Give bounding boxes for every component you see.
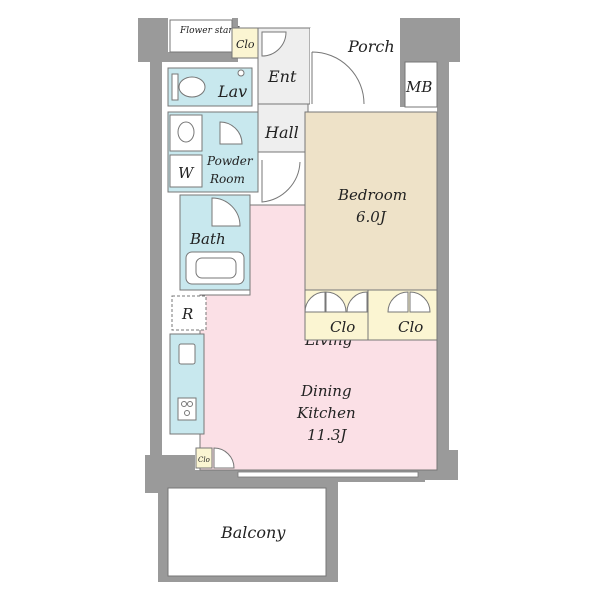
entrance-closet-label: Clo: [236, 38, 255, 51]
washbasin-icon: [177, 121, 195, 143]
kitchen-sink-icon: [178, 343, 196, 365]
mb-label: MB: [405, 78, 432, 96]
washer-label: W: [178, 164, 195, 182]
top-wall-left: [162, 52, 232, 62]
bedroom-label-1: Bedroom: [337, 186, 407, 204]
hall-label: Hall: [264, 123, 299, 142]
lav-label: Lav: [217, 82, 247, 101]
refrigerator-label: R: [181, 305, 193, 323]
powder-room-label-1: Powder: [206, 154, 254, 168]
hall-door-swing: [261, 160, 301, 203]
bedroom-area: [304, 111, 438, 291]
powder-room-label-2: Room: [209, 172, 245, 186]
porch-label: Porch: [347, 37, 395, 56]
flower-stand-label: Flower stand: [179, 26, 240, 36]
balcony-area: [167, 487, 327, 577]
mb-wall: [400, 62, 408, 107]
small-closet: [195, 447, 213, 469]
ldk-window: [237, 471, 419, 478]
small-closet-label: Clo: [198, 456, 210, 464]
bath-label: Bath: [189, 230, 226, 248]
powder-door-swing: [219, 121, 243, 145]
porch-door-swing: [311, 51, 365, 105]
bedroom-closet-left-label: Clo: [330, 318, 355, 336]
refrigerator-space: [171, 295, 207, 331]
ldk-label-4: 11.3J: [307, 426, 347, 444]
ent-label: Ent: [267, 67, 297, 86]
balcony-label: Balcony: [220, 523, 286, 542]
flower-stand-area: [169, 19, 233, 53]
lav-sink-icon: [237, 69, 245, 77]
entrance-door-swing: [261, 31, 287, 57]
small-closet-door-swing: [213, 447, 235, 469]
ldk-label-3: Kitchen: [296, 404, 356, 422]
west-wall: [150, 45, 162, 455]
washer-space: [169, 154, 203, 188]
ldk-label-2: Dining: [300, 382, 352, 400]
closet-door-swings: [304, 291, 431, 313]
burner-icon: [184, 410, 190, 416]
meter-box: [404, 61, 438, 108]
toilet-tank-icon: [171, 73, 179, 101]
bedroom-closet-right-label: Clo: [398, 318, 423, 336]
column-top-right: [400, 18, 460, 62]
hall-area: [257, 103, 309, 153]
porch-area: [310, 28, 400, 106]
toilet-bowl-icon: [178, 76, 206, 98]
east-wall: [437, 60, 449, 455]
burner-icon: [187, 401, 193, 407]
bedroom-label-2: 6.0J: [356, 208, 387, 226]
bathtub-inner: [195, 257, 237, 279]
cooktop-icon: [177, 397, 197, 421]
burner-icon: [181, 401, 187, 407]
bath-door-swing: [211, 197, 241, 227]
